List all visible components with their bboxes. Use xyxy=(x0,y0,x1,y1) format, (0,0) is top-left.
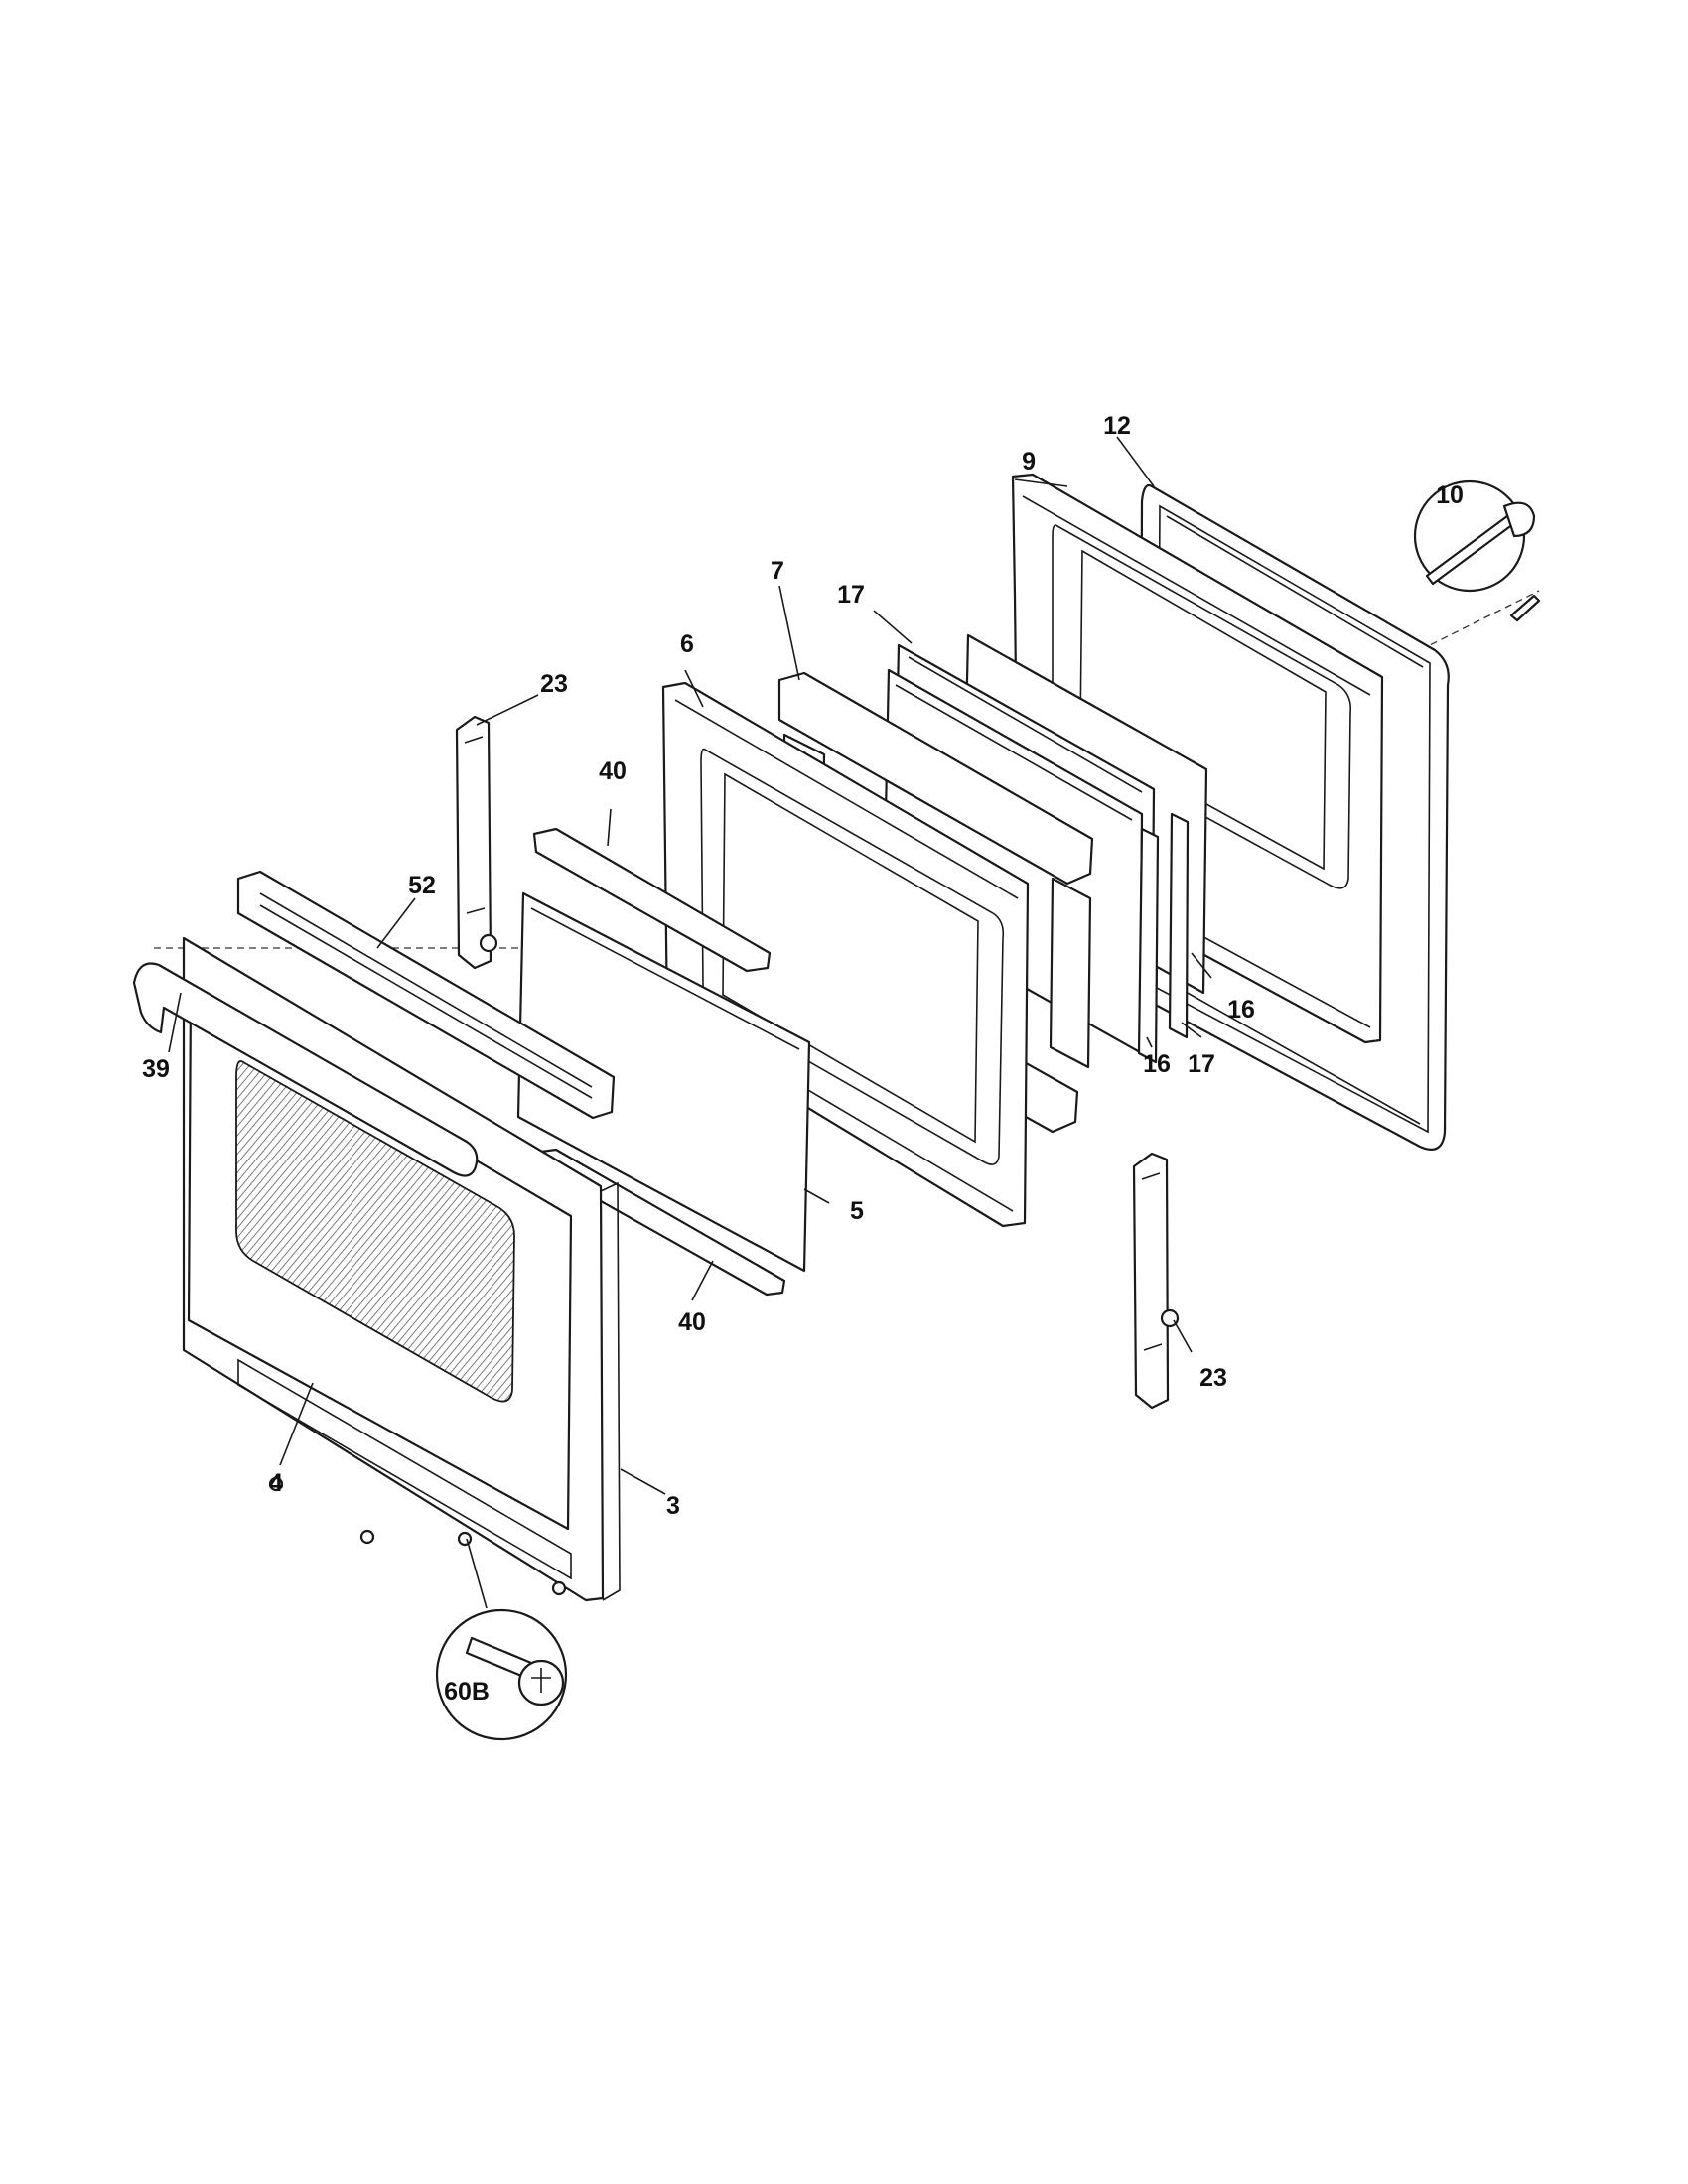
callout-5: 5 xyxy=(850,1197,864,1225)
callout-39: 39 xyxy=(142,1055,170,1083)
callout-10: 10 xyxy=(1436,481,1464,509)
callout-9: 9 xyxy=(1022,448,1036,476)
callout-6: 6 xyxy=(680,630,694,658)
callout-7: 7 xyxy=(771,557,784,585)
callout-60b: 60B xyxy=(444,1678,490,1706)
detail-bubble-60b xyxy=(435,1608,568,1741)
callout-12: 12 xyxy=(1103,412,1131,440)
callout-40-bottom: 40 xyxy=(678,1308,706,1336)
callout-23-top: 23 xyxy=(540,670,568,698)
callout-4: 4 xyxy=(269,1469,283,1497)
callout-labels: 9 12 10 7 17 6 23 40 52 39 16 16 17 5 40… xyxy=(142,412,1464,1706)
callout-17-lower: 17 xyxy=(1188,1050,1215,1078)
callout-3: 3 xyxy=(666,1492,680,1520)
leader-lines xyxy=(168,436,1212,1609)
callout-52: 52 xyxy=(408,872,436,899)
callout-16-right: 16 xyxy=(1227,996,1255,1024)
callout-17-top: 17 xyxy=(837,581,865,609)
part-39-door-handle xyxy=(132,962,479,1177)
callout-23-bottom: 23 xyxy=(1199,1364,1227,1392)
callout-40-top: 40 xyxy=(599,757,627,785)
callout-16-lower: 16 xyxy=(1143,1050,1171,1078)
detail-bubble-10 xyxy=(1413,479,1541,622)
part-52-vent-trim xyxy=(236,870,616,1120)
part-23-hinge-left xyxy=(455,715,498,970)
part-23-hinge-right xyxy=(1132,1152,1180,1410)
